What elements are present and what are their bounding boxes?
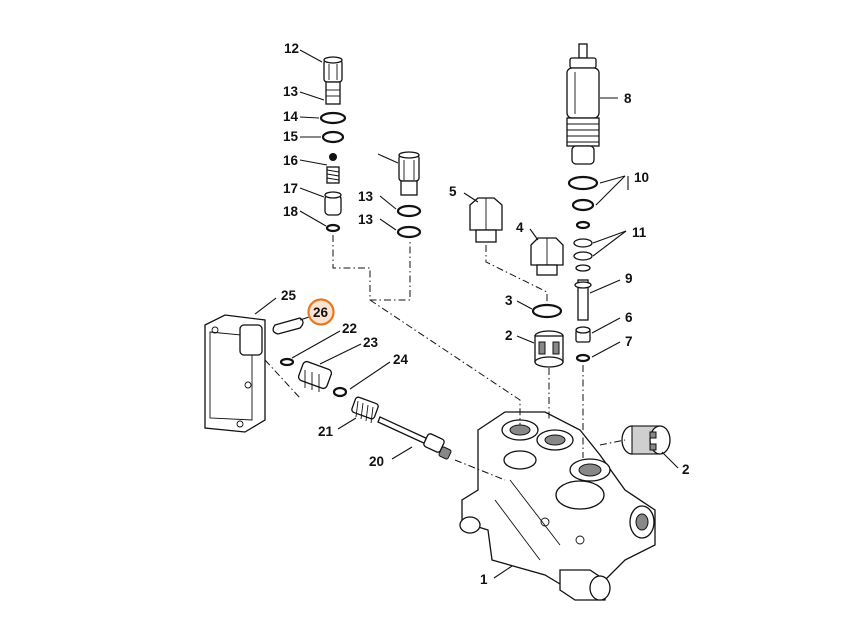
part-25-cover (204, 314, 266, 433)
part-13-oring-b (396, 225, 422, 239)
callout-13-middle[interactable]: 13 (358, 189, 374, 204)
callout-6[interactable]: 6 (625, 310, 633, 325)
callout-22[interactable]: 22 (342, 321, 357, 336)
callout-2-side[interactable]: 2 (682, 462, 690, 477)
part-1-pump-body (459, 411, 656, 601)
callout-9[interactable]: 9 (625, 271, 633, 286)
part-13-cartridge (398, 151, 420, 196)
callout-13-upper[interactable]: 13 (283, 84, 299, 99)
callout-18[interactable]: 18 (283, 204, 299, 219)
part-5-plug (469, 197, 503, 243)
callout-8[interactable]: 8 (624, 91, 632, 106)
callout-3[interactable]: 3 (505, 293, 513, 308)
part-21-spring (351, 396, 379, 424)
part-2-valve-upper (534, 330, 564, 368)
callout-14[interactable]: 14 (283, 109, 299, 124)
callout-13-lower[interactable]: 13 (358, 212, 374, 227)
callout-11[interactable]: 11 (632, 225, 647, 240)
assembly-lines (264, 235, 626, 481)
callout-25[interactable]: 25 (281, 288, 297, 303)
part-26-bracket (272, 317, 304, 335)
part-16-ball (329, 153, 337, 161)
part-17-seat (324, 191, 342, 216)
part-22-oring (279, 357, 295, 367)
leader-lines (254, 49, 679, 579)
part-12 (323, 56, 343, 83)
part-7-oring (575, 353, 591, 363)
part-10-oring-b (571, 198, 595, 212)
callout-7[interactable]: 7 (625, 334, 633, 349)
part-24-oring (332, 386, 348, 398)
callout-21[interactable]: 21 (318, 424, 334, 439)
part-18-oring (325, 223, 341, 233)
part-23-fitting (297, 360, 333, 392)
part-3-oring (531, 303, 563, 319)
part-4-plug (530, 237, 564, 276)
part-13-upper (325, 81, 341, 105)
callout-24[interactable]: 24 (393, 352, 409, 367)
part-6-seat (575, 326, 591, 343)
part-15-oring (321, 130, 345, 144)
callout-17[interactable]: 17 (283, 181, 298, 196)
highlight-ring-26 (307, 298, 335, 326)
callout-23[interactable]: 23 (363, 335, 379, 350)
part-16-spring (326, 166, 340, 184)
callout-labels: 12 13 14 15 16 17 18 13 13 8 10 11 9 6 7… (281, 41, 690, 587)
callout-26[interactable]: 26 (313, 305, 329, 320)
callout-1[interactable]: 1 (480, 572, 488, 587)
callout-15[interactable]: 15 (283, 129, 299, 144)
part-2-valve-side (621, 425, 671, 455)
callout-20[interactable]: 20 (369, 454, 384, 469)
part-9-rod (574, 279, 592, 321)
callout-12[interactable]: 12 (284, 41, 299, 56)
part-11-oring-a (575, 220, 591, 230)
part-10-oring-a (567, 175, 599, 191)
callout-4[interactable]: 4 (516, 220, 524, 235)
callout-2-valve[interactable]: 2 (505, 328, 513, 343)
part-8-unloader (566, 43, 600, 165)
part-13-oring-a (396, 204, 422, 218)
part-20-piston (377, 416, 452, 460)
callout-16[interactable]: 16 (283, 153, 299, 168)
callout-10[interactable]: 10 (634, 170, 649, 185)
callout-5[interactable]: 5 (449, 184, 457, 199)
part-11-seals (573, 238, 593, 272)
part-14-oring (319, 111, 347, 125)
